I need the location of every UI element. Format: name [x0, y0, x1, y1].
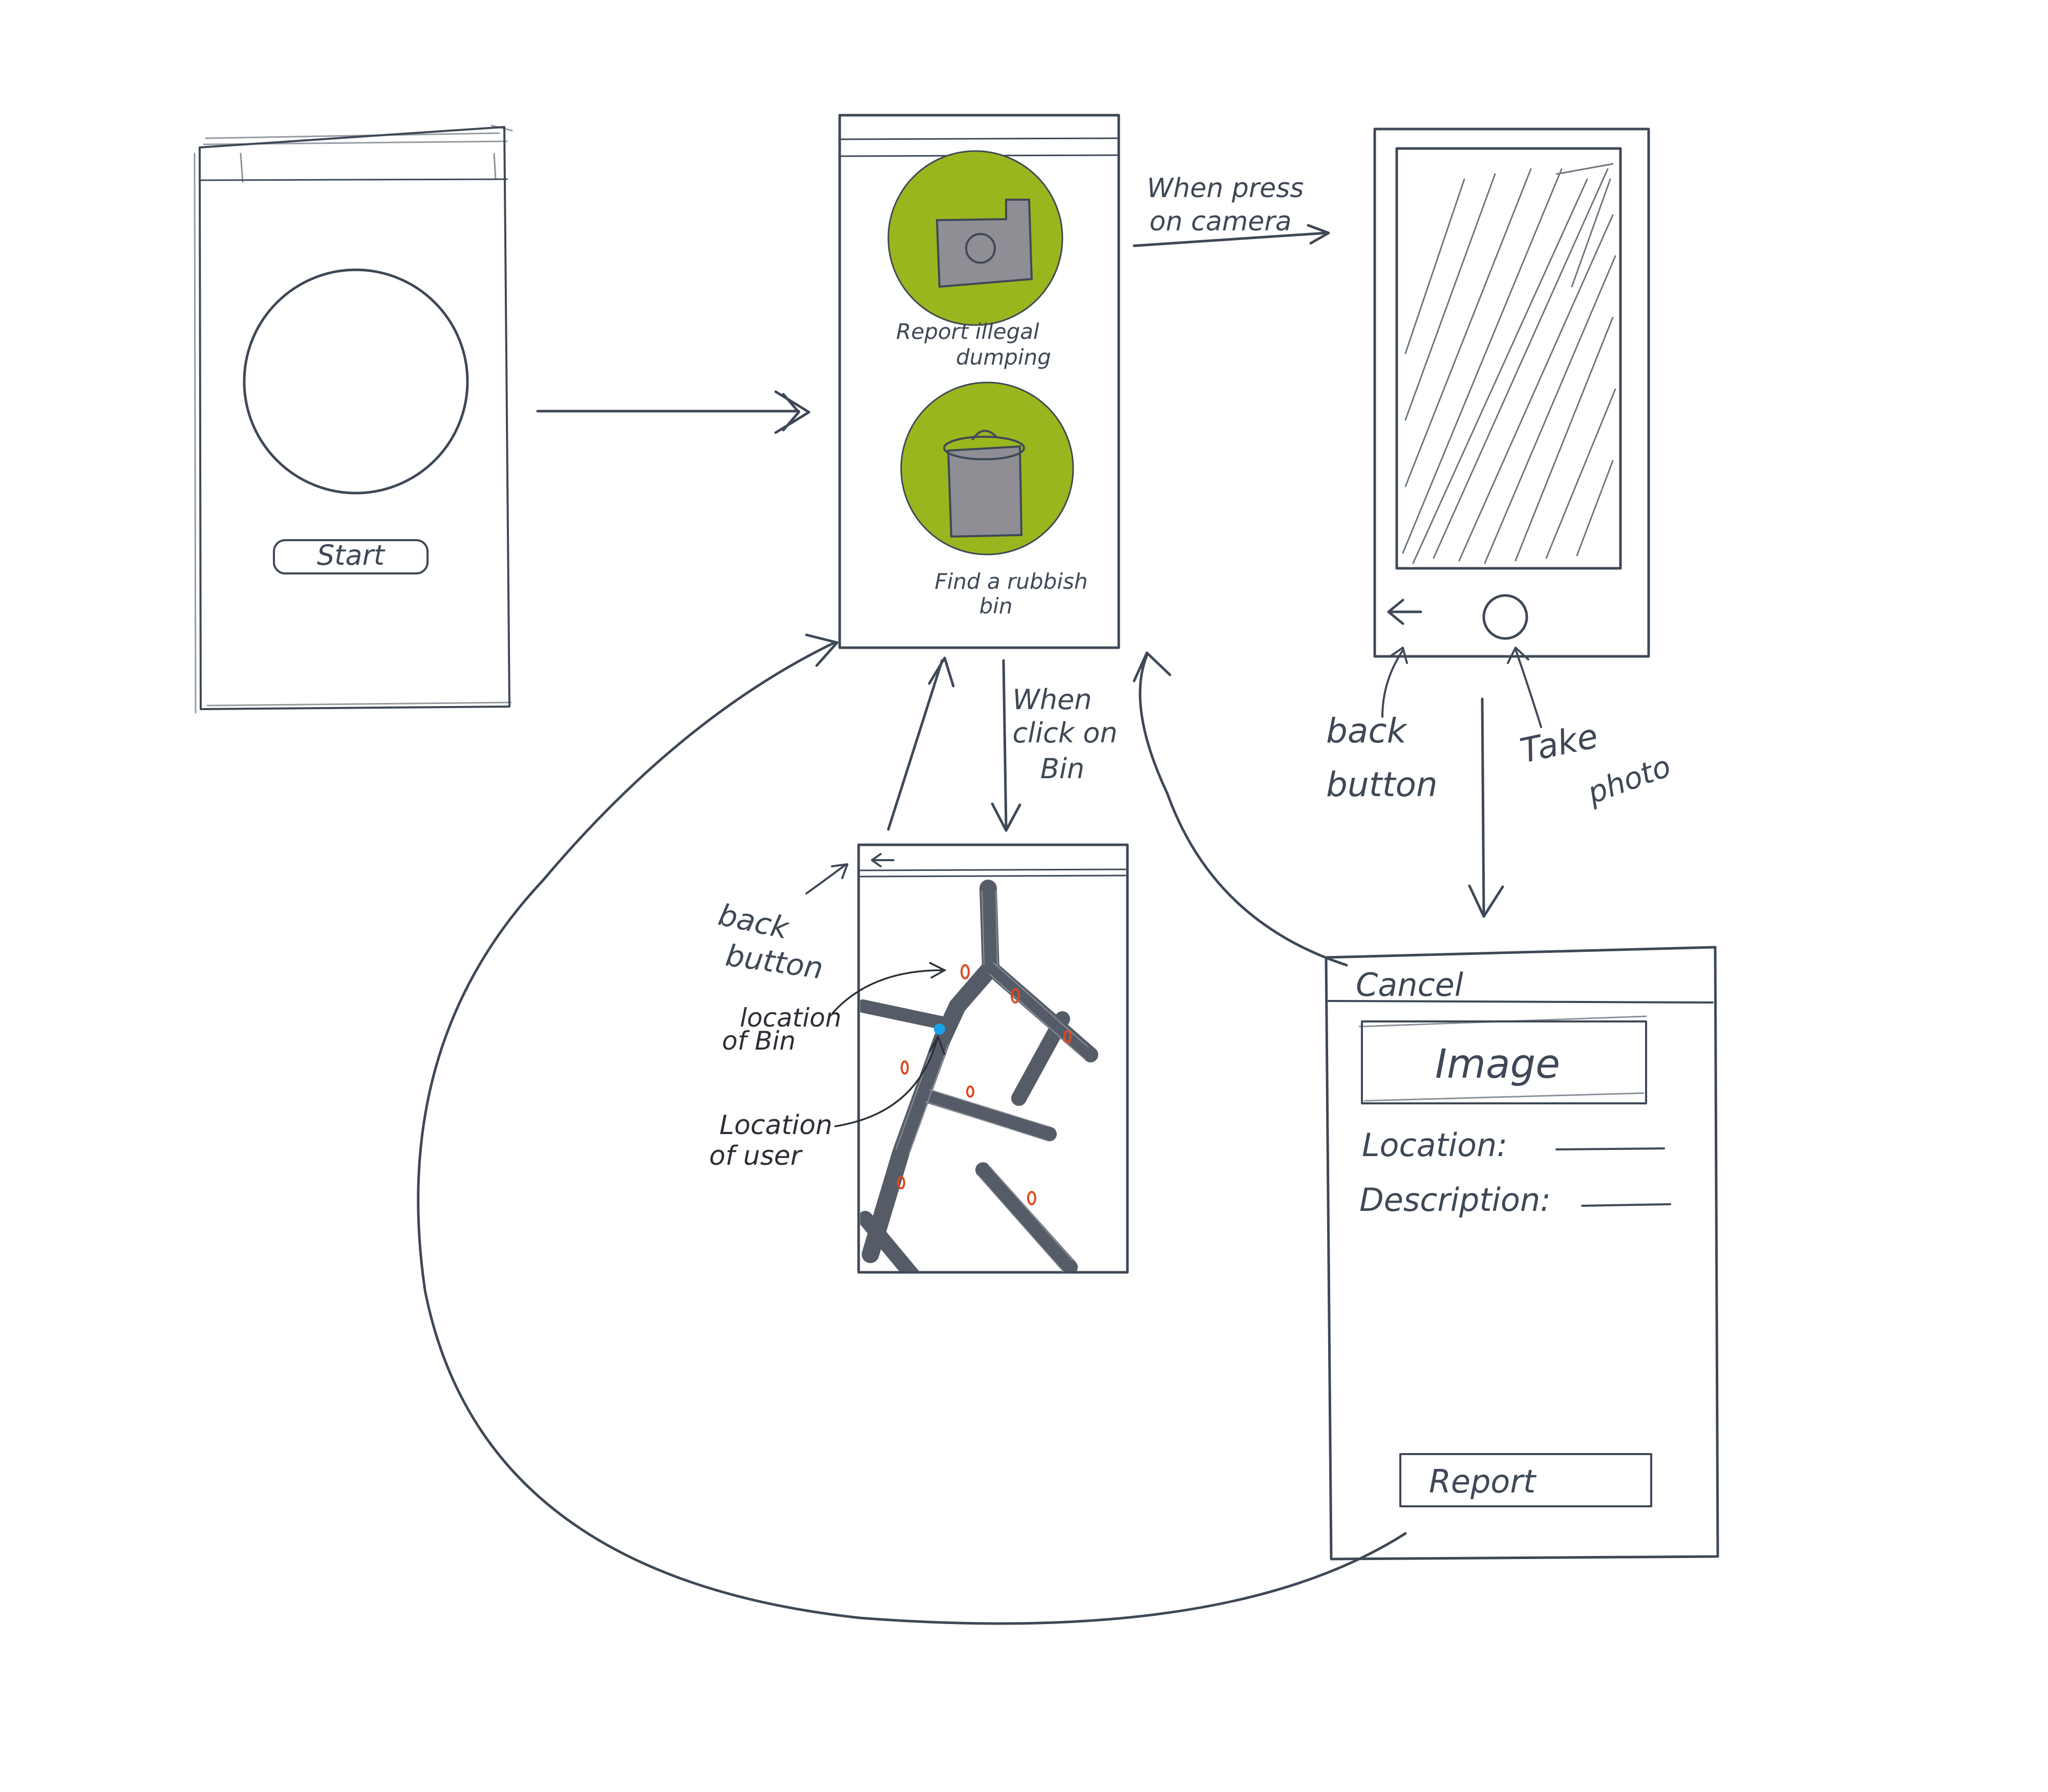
- description-field[interactable]: [1581, 1203, 1671, 1207]
- map-screen: [857, 843, 1129, 1274]
- bin-marker[interactable]: [1011, 988, 1020, 1004]
- arrow-form-to-home: [1133, 651, 1348, 967]
- annotation-take-photo: Take photo: [1507, 647, 1675, 810]
- take-photo-line2: photo: [1583, 749, 1675, 810]
- report-form-screen: Cancel Image Location: Description: Repo…: [1325, 946, 1719, 1561]
- annotation-location-of-bin: location of Bin: [722, 962, 947, 1056]
- bin-marker[interactable]: [1027, 1191, 1036, 1205]
- location-user-line2: of user: [709, 1141, 803, 1171]
- back-arrow-icon[interactable]: [871, 853, 894, 867]
- bin-marker[interactable]: [966, 1085, 974, 1098]
- location-user-line1: Location: [719, 1110, 833, 1141]
- back-button-map-line1: back: [715, 897, 793, 946]
- bin-label-line2: bin: [979, 593, 1013, 618]
- bin-marker[interactable]: [901, 1060, 909, 1075]
- back-button-map-line2: button: [723, 938, 825, 986]
- arrow-camera-to-form: [1468, 697, 1504, 918]
- when-press-line2: on camera: [1149, 206, 1292, 237]
- back-button-cam-line1: back: [1326, 711, 1408, 751]
- start-button[interactable]: [273, 539, 429, 574]
- when-press-line1: When press: [1147, 173, 1304, 204]
- bin-marker[interactable]: [897, 1176, 905, 1189]
- logo-placeholder-circle: [243, 268, 469, 495]
- report-dumping-button[interactable]: Report illegal dumping: [887, 150, 1063, 370]
- cancel-button[interactable]: Cancel: [1356, 966, 1463, 1004]
- splash-screen: Start: [194, 124, 513, 714]
- image-placeholder-label: Image: [1435, 1041, 1560, 1087]
- arrow-map-to-home: [887, 656, 955, 831]
- viewfinder-hatching: [1402, 163, 1616, 564]
- description-label: Description:: [1359, 1181, 1551, 1219]
- report-label-line2: dumping: [956, 345, 1051, 370]
- home-screen: Report illegal dumping Find a rubbish bi…: [838, 114, 1120, 649]
- report-button-label: Report: [1429, 1463, 1537, 1500]
- annotation-back-button-map: back button: [715, 863, 848, 986]
- camera-screen: [1373, 127, 1650, 658]
- when-click-line1: When: [1012, 684, 1092, 716]
- camera-icon: [935, 199, 1033, 288]
- trash-bin-icon: [943, 430, 1025, 538]
- back-arrow-icon[interactable]: [1387, 599, 1422, 625]
- location-bin-line2: of Bin: [722, 1026, 796, 1056]
- arrow-home-to-map: When click on Bin: [991, 659, 1118, 832]
- back-button-cam-line2: button: [1326, 765, 1438, 804]
- when-click-line2: click on: [1012, 717, 1117, 749]
- bin-marker[interactable]: [1063, 1030, 1072, 1043]
- location-bin-line1: location: [740, 1003, 841, 1033]
- arrow-splash-to-home: [536, 390, 810, 434]
- bin-location-markers: [897, 964, 1072, 1205]
- location-field[interactable]: [1555, 1147, 1665, 1150]
- user-location-dot: [934, 1023, 945, 1035]
- annotation-back-button-camera: back button: [1326, 647, 1438, 804]
- annotation-location-of-user: Location of user: [709, 1034, 946, 1171]
- bin-marker[interactable]: [961, 964, 970, 979]
- bin-label-line1: Find a rubbish: [935, 569, 1088, 594]
- find-bin-button[interactable]: Find a rubbish bin: [900, 381, 1088, 618]
- annotation-when-press-camera: When press on camera: [1133, 173, 1330, 247]
- location-label: Location:: [1362, 1126, 1507, 1164]
- take-photo-line1: Take: [1517, 716, 1601, 771]
- report-label-line1: Report illegal: [896, 319, 1039, 344]
- shutter-circle-icon[interactable]: [1482, 594, 1528, 640]
- report-button[interactable]: [1399, 1453, 1652, 1507]
- start-button-label: Start: [317, 539, 386, 571]
- arrow-report-loop-to-home: [417, 633, 1407, 1625]
- camera-viewfinder: [1395, 147, 1622, 570]
- when-click-line3: Bin: [1040, 753, 1084, 785]
- map-roads: [860, 880, 1098, 1272]
